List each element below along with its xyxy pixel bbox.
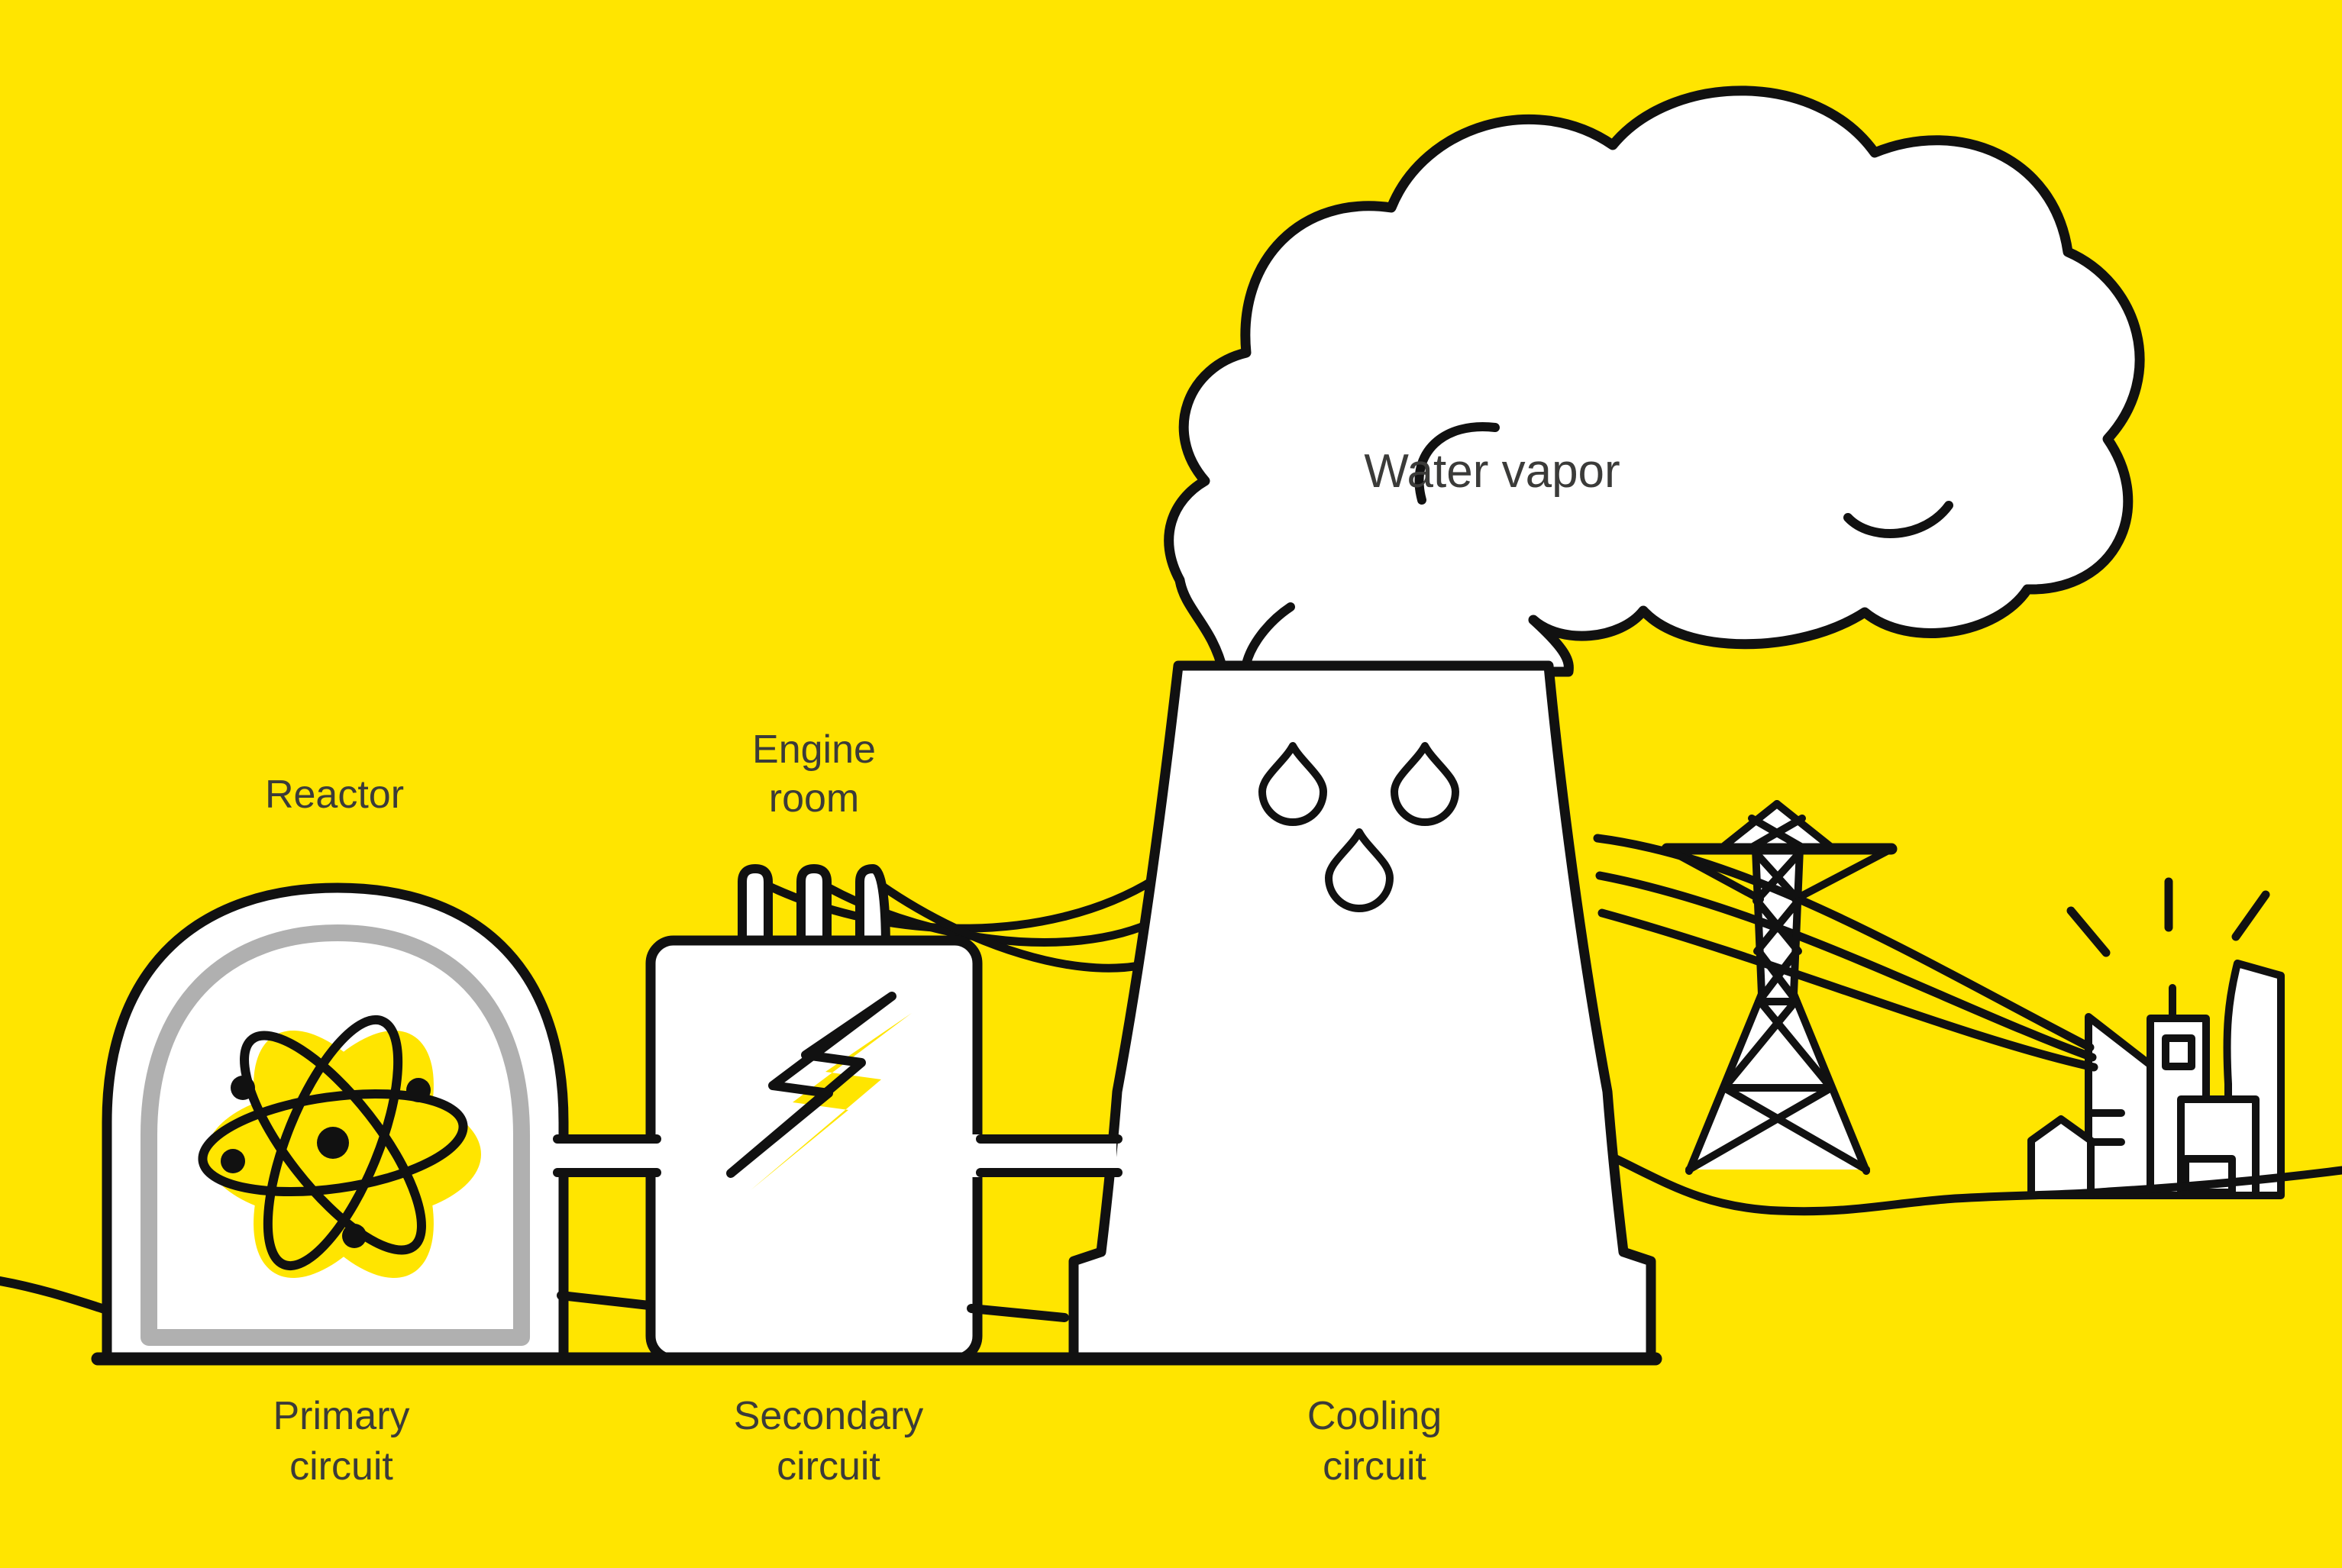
water-drop-icon: [1391, 742, 1459, 826]
lightning-outline: [726, 992, 896, 1178]
electron-dot: [406, 1078, 431, 1102]
steam-cloud-icon: [1164, 85, 2145, 677]
power-line: [1597, 908, 2098, 1072]
secondary-circuit-label-line2: circuit: [777, 1444, 880, 1489]
ground-line-left: [0, 1276, 111, 1315]
power-line: [868, 875, 1165, 973]
engine-pin: [855, 864, 890, 955]
lightning-shadow: [751, 1013, 912, 1190]
pipe-return-line: [967, 1304, 1069, 1322]
reactor-dome: [102, 882, 569, 1364]
secondary-circuit-label-line1: Secondary: [734, 1394, 924, 1438]
atom-icon: [198, 1015, 481, 1278]
cloud-detail-arc: [1414, 422, 1500, 505]
pylon-peak-fill: [1720, 804, 1833, 849]
reactor-inner-wall: [141, 924, 530, 1346]
engine-pin: [796, 864, 832, 955]
sun-ray-icon: [2231, 890, 2270, 941]
engine-room-box: [645, 935, 983, 1364]
engine-room-label-line2: room: [769, 776, 859, 821]
cooling-tower: [1068, 660, 1656, 1364]
primary-circuit-label-line2: circuit: [289, 1444, 393, 1489]
power-line: [1595, 871, 2097, 1062]
water-drop-icon: [1258, 742, 1327, 826]
house-icon: [2027, 1115, 2095, 1199]
circuit-pipes: [535, 1134, 1123, 1322]
pylon-legs-fill: [1689, 994, 1866, 1170]
electron-dot: [342, 1224, 367, 1248]
engine-pin: [738, 864, 773, 955]
cloud-detail-arc: [1843, 501, 1953, 538]
lightning-bolt-icon: [726, 992, 912, 1190]
atom-nucleus: [317, 1127, 349, 1159]
cloud-shape: [1164, 85, 2145, 677]
transmission-tower-icon: [1661, 800, 1898, 1175]
water-drop-icon: [1325, 828, 1394, 912]
water-vapor-label: Water vapor: [1364, 445, 1620, 498]
skyscraper-window: [2162, 1034, 2195, 1070]
sun-ray-icon: [2066, 906, 2111, 957]
electron-dot: [231, 1076, 255, 1100]
engine-room-label-line1: Engine: [752, 728, 876, 772]
primary-circuit-label-line1: Primary: [273, 1394, 409, 1438]
cloud-detail-arc: [1242, 602, 1295, 669]
atom-orbits: [198, 1015, 468, 1271]
electron-dot: [221, 1149, 245, 1173]
cooling-circuit-label-line1: Cooling: [1307, 1394, 1442, 1438]
cooling-circuit-label-line2: circuit: [1323, 1444, 1426, 1489]
engine-room: [645, 864, 983, 1364]
ground-line-right: [1607, 1152, 2342, 1216]
pipe-return-line: [557, 1291, 654, 1310]
reactor-label: Reactor: [265, 773, 404, 817]
